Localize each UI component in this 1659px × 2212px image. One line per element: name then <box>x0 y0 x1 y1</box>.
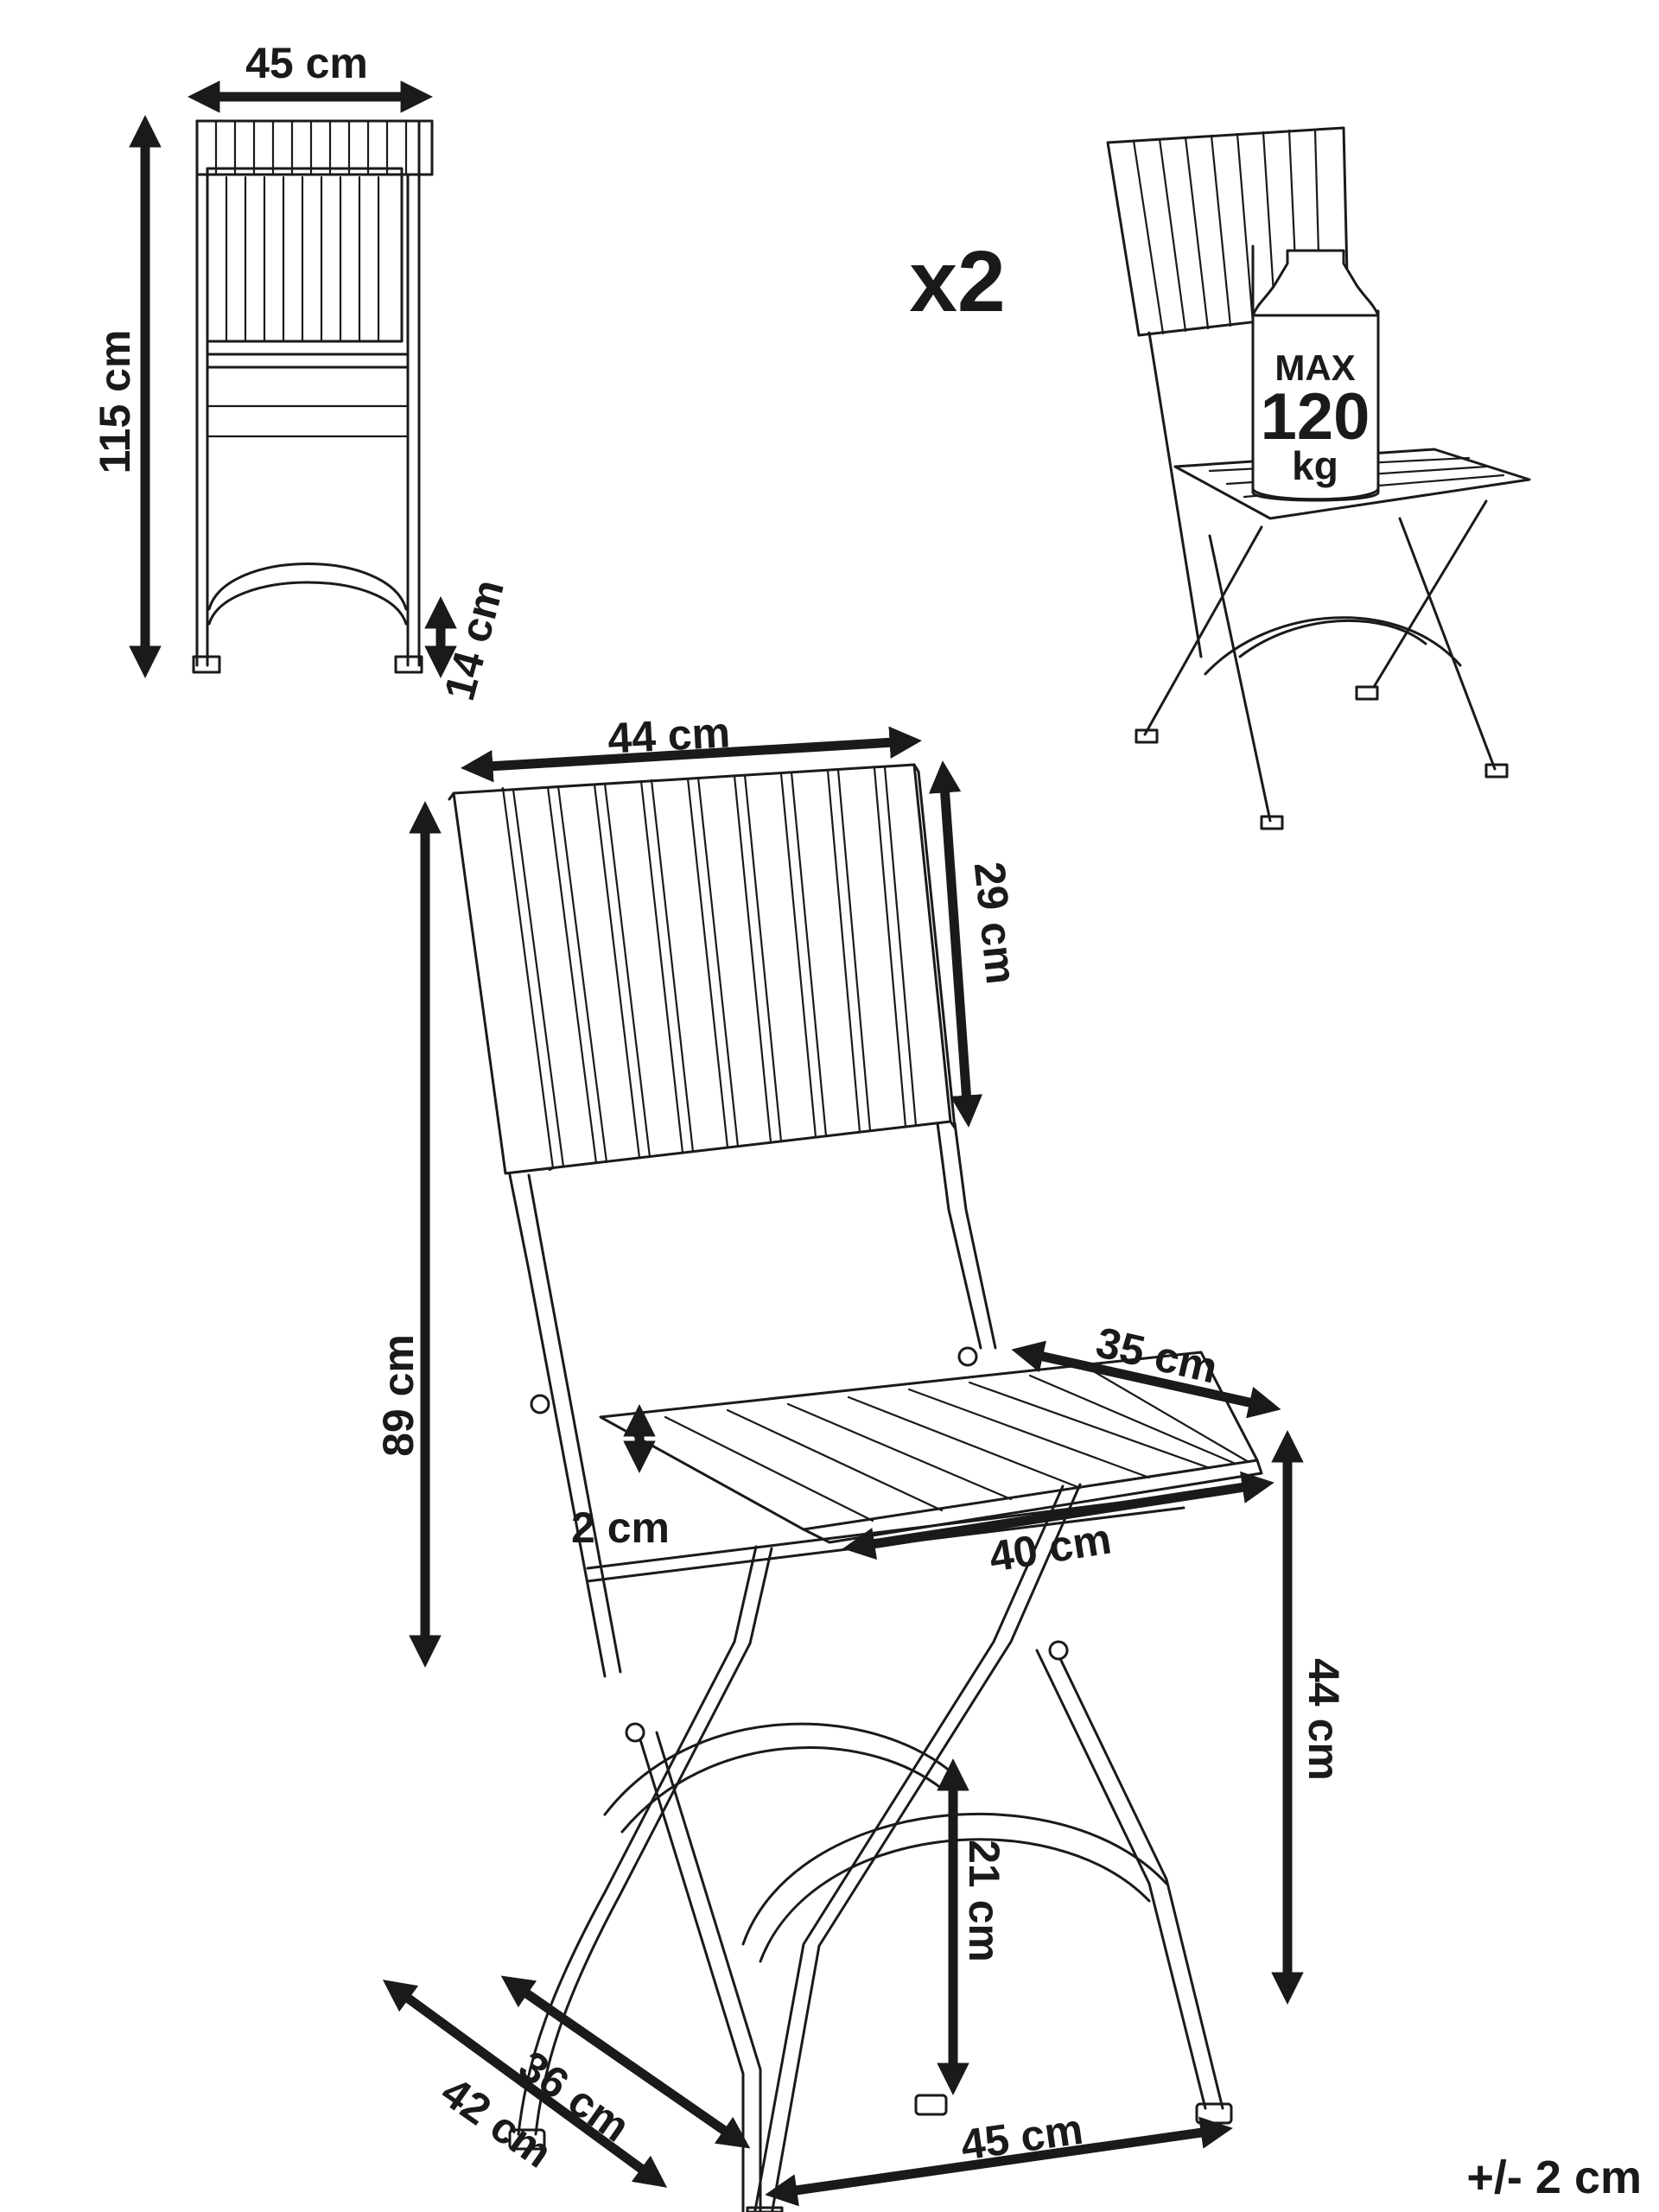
max-value: 120 <box>1261 380 1370 454</box>
quantity-label: x2 <box>909 233 1005 330</box>
dim-folded-height: 115 cm <box>91 330 139 474</box>
dim-total-height: 89 cm <box>374 1334 423 1457</box>
dim-folded-depth: 14 cm <box>435 575 513 705</box>
max-unit: kg <box>1292 443 1338 488</box>
tolerance-note: +/- 2 cm <box>1466 2152 1642 2203</box>
dim-seat-height: 44 cm <box>1300 1658 1348 1781</box>
dim-backrest-width: 44 cm <box>607 708 732 762</box>
folded-chair-front-view <box>192 119 434 674</box>
dim-backrest-height: 29 cm <box>965 860 1027 987</box>
dim-seat-thickness: 2 cm <box>571 1503 670 1552</box>
dimension-arrows <box>129 80 1304 2207</box>
chair-main-view <box>448 763 1263 2212</box>
max-label: MAX <box>1274 347 1355 388</box>
dim-front-width: 45 cm <box>245 39 368 87</box>
dim-base-width: 45 cm <box>958 2105 1086 2170</box>
dim-crossbar-height: 21 cm <box>960 1840 1008 1962</box>
perspective-chair-with-load: MAX 120 kg <box>1106 126 1531 830</box>
